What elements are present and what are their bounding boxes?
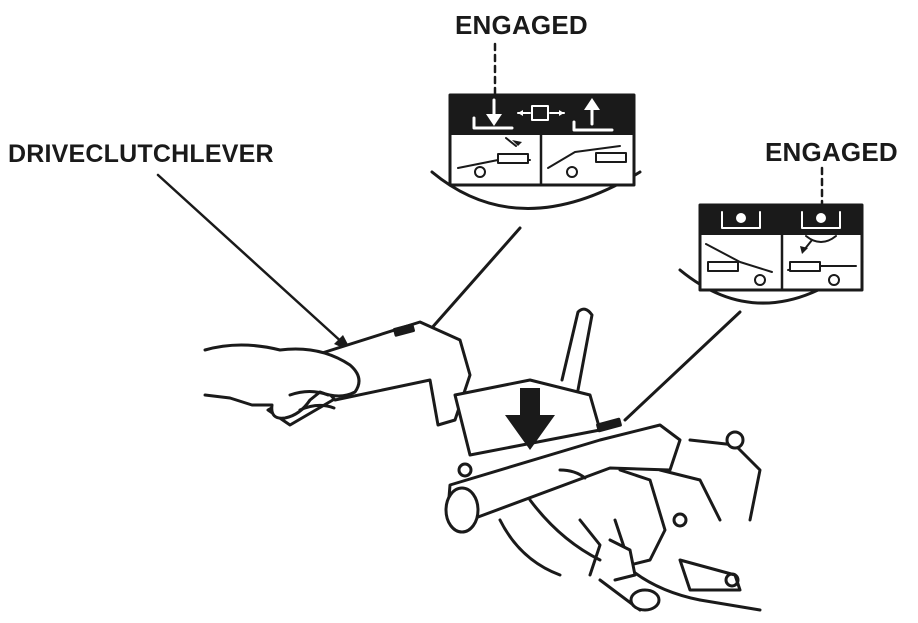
auger-rotate-icon [801, 211, 841, 243]
arrow-down-icon [472, 98, 514, 130]
engaged-label-top: ENGAGED [455, 10, 588, 40]
leader-left-decal [428, 226, 522, 332]
transmission-icon [517, 105, 565, 121]
lever-released-icon [705, 243, 773, 286]
engaged-label-right: ENGAGED [765, 137, 898, 167]
auger-stop-icon [721, 211, 761, 229]
push-down-arrow-icon [505, 388, 555, 450]
drive-clutch-lever-label: DRIVECLUTCHLEVER [8, 140, 274, 168]
handlebar-assembly [203, 307, 762, 612]
lever-released-icon [547, 145, 627, 178]
lever-pressed-icon [457, 137, 531, 178]
decal-magnifier-arc-left [430, 170, 642, 210]
traction-decal [448, 93, 636, 187]
arrow-up-icon [572, 98, 614, 132]
lever-pointer-line [156, 173, 347, 347]
auger-decal [698, 203, 864, 292]
leader-right-decal [623, 310, 742, 422]
lever-pressed-icon [787, 239, 857, 286]
